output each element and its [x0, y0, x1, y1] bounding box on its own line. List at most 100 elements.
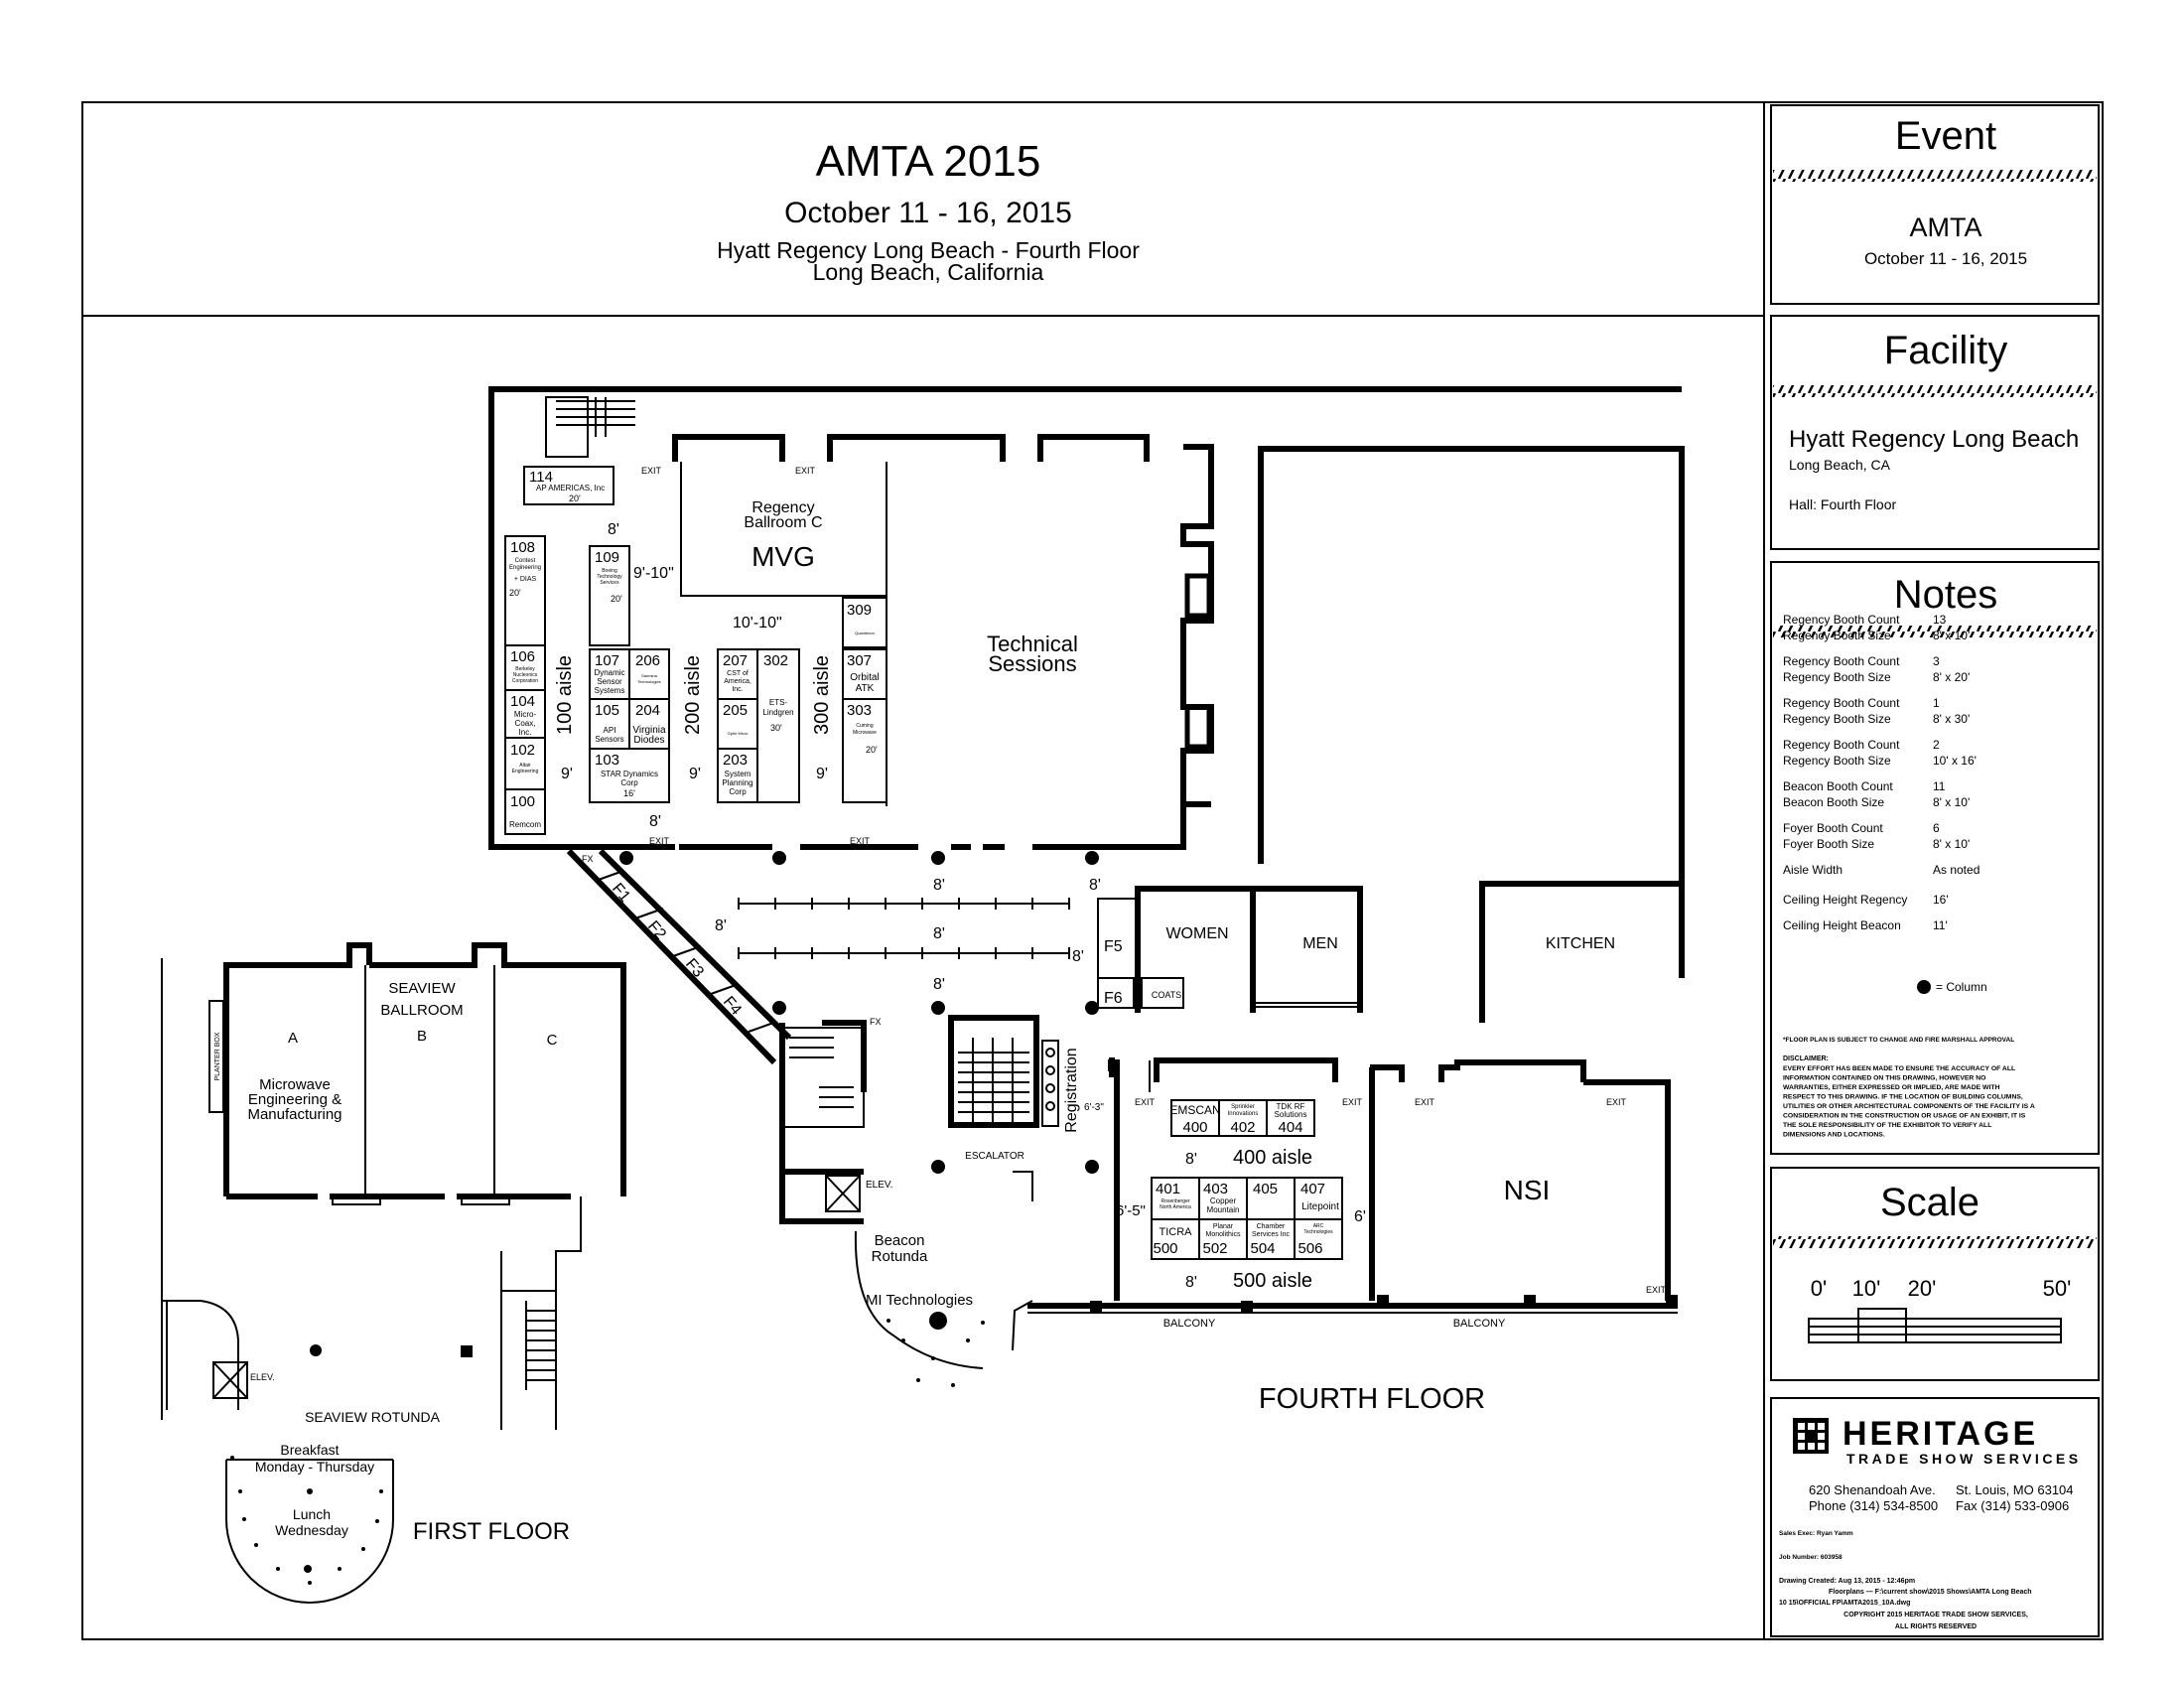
- exit-8: EXIT: [1606, 1097, 1627, 1107]
- dim-8-foyer-1: 8': [933, 877, 945, 894]
- seaview-ballroom-1: SEAVIEW: [388, 980, 456, 997]
- booth-303[interactable]: 303 Cuming Microwave 20': [842, 698, 887, 803]
- disclaimer-line: CONSIDERATION IN THE CONSTRUCTION OR USA…: [1783, 1113, 2026, 1120]
- booth-f2[interactable]: F2: [644, 917, 669, 942]
- booth-309-name: Quanterion: [855, 631, 875, 635]
- disclaimer-line: EVERY EFFORT HAS BEEN MADE TO ENSURE THE…: [1783, 1065, 2015, 1072]
- booth-504-name-2: Services Inc: [1252, 1231, 1291, 1238]
- booth-504[interactable]: Chamber Services Inc 504: [1246, 1218, 1296, 1260]
- notes-value: 2: [1933, 738, 1940, 752]
- booth-402[interactable]: Sprinkler Innovations 402: [1218, 1099, 1268, 1137]
- booth-106-name-2: Nucleonics: [513, 672, 538, 678]
- room-labels: Regency Ballroom C MVG Technical Session…: [744, 499, 1615, 1415]
- booth-105[interactable]: 105 API Sensors: [589, 698, 630, 750]
- booth-114[interactable]: 114 AP AMERICAS, Inc 20': [523, 466, 614, 505]
- booth-302-size: 30': [770, 723, 782, 733]
- exit-9: EXIT: [1646, 1285, 1667, 1295]
- company-phone: Phone (314) 534-8500: [1809, 1498, 1938, 1513]
- facility-hatch: [1773, 385, 2097, 397]
- booth-105-name-2: Sensors: [595, 735, 623, 744]
- notes-label: Regency Booth Count: [1783, 738, 1900, 752]
- scale-hatch: [1773, 1236, 2097, 1248]
- notes-label: Regency Booth Count: [1783, 613, 1900, 627]
- booth-203-number: 203: [723, 752, 748, 769]
- booth-f4[interactable]: F4: [720, 993, 745, 1018]
- disclaimer-title: DISCLAIMER:: [1783, 1055, 1829, 1062]
- company-city: St. Louis, MO 63104: [1956, 1482, 2074, 1497]
- booth-500[interactable]: TICRA 500: [1151, 1218, 1200, 1260]
- dim-9-c: 9': [816, 766, 828, 782]
- notes-value: 8' x 30': [1933, 712, 1970, 726]
- booth-401-name-1: Rosenberger: [1161, 1198, 1190, 1204]
- floorplans-path-1: Floorplans — F:\current show\2015 Shows\…: [1829, 1589, 2032, 1596]
- booth-f5[interactable]: F5: [1104, 938, 1123, 955]
- scale-label-0: 0': [1811, 1276, 1827, 1301]
- aisle-100: 100 aisle: [554, 655, 576, 735]
- first-floor-walls: [161, 942, 626, 1604]
- booth-109-name-1: Boeing: [602, 568, 617, 574]
- booth-506-name-1: ARC: [1313, 1223, 1324, 1229]
- booth-309[interactable]: 309 Quanterion: [842, 597, 887, 648]
- booth-502-name-2: Monolithics: [1205, 1231, 1241, 1238]
- booth-207-name-1: CST of: [727, 670, 749, 677]
- booth-403-name-1: Copper: [1210, 1196, 1237, 1205]
- booth-407[interactable]: 407 Litepoint: [1294, 1177, 1343, 1220]
- section-b: B: [417, 1028, 427, 1045]
- booth-502[interactable]: Planar Monolithics 502: [1198, 1218, 1248, 1260]
- booth-206-name-1: Sanmina: [641, 673, 658, 678]
- notes-label: Beacon Booth Count: [1783, 779, 1893, 793]
- booth-107-name-2: Sensor: [597, 677, 622, 686]
- booth-203[interactable]: 203 System Planning Corp: [717, 748, 758, 803]
- dim-8-foyer-3: 8': [715, 917, 727, 934]
- booth-f3[interactable]: F3: [682, 955, 707, 980]
- mvg-label: MVG: [751, 541, 815, 572]
- booth-401[interactable]: 401 Rosenberger North America: [1151, 1177, 1200, 1220]
- disclaimer-line: UTILITIES OR OTHER ARCHITECTURAL COMPONE…: [1783, 1103, 2035, 1110]
- company-fax: Fax (314) 533-0906: [1956, 1498, 2069, 1513]
- booth-107-name-1: Dynamic: [594, 668, 624, 677]
- dim-6: 6': [1354, 1208, 1366, 1225]
- first-floor-labels: SEAVIEW BALLROOM A B C Microwave Enginee…: [214, 980, 570, 1545]
- exit-1: EXIT: [641, 466, 662, 476]
- first-floor-columns: [230, 1344, 473, 1585]
- booth-109[interactable]: 109 Boeing Technology Services 20': [589, 545, 630, 646]
- seaview-ballroom-2: BALLROOM: [380, 1002, 463, 1019]
- company-panel: HERITAGE TRADE SHOW SERVICES 620 Shenand…: [1770, 1397, 2100, 1637]
- booth-100[interactable]: 100 Remcom: [504, 788, 546, 835]
- notes-label: Regency Booth Size: [1783, 712, 1891, 726]
- booth-204-name-1: Virginia: [632, 725, 666, 736]
- floorplans-path-2: 10 15\OFFICIAL FP\AMTA2015_10A.dwg: [1779, 1600, 1910, 1607]
- booth-108[interactable]: 108 Contest Engineering + DIAS 20': [504, 535, 546, 646]
- booth-302-number: 302: [763, 652, 788, 669]
- booth-106[interactable]: 106 Berkeley Nucleonics Corporation: [504, 644, 546, 691]
- booth-205-name: Ophir Micro: [728, 731, 749, 736]
- booth-405[interactable]: 405: [1246, 1177, 1296, 1220]
- booth-107[interactable]: 107 Dynamic Sensor Systems: [589, 648, 630, 700]
- beacon-rotunda-2: Rotunda: [872, 1248, 928, 1265]
- notes-value: 8' x 20': [1933, 670, 1970, 684]
- dim-8-500: 8': [1185, 1274, 1197, 1291]
- booth-207[interactable]: 207 CST of America, Inc.: [717, 648, 758, 700]
- section-a: A: [288, 1030, 298, 1047]
- aisle-300: 300 aisle: [811, 655, 833, 735]
- booth-103[interactable]: 103 STAR Dynamics Corp 16': [589, 748, 670, 803]
- booth-f1[interactable]: F1: [609, 880, 633, 905]
- booth-400[interactable]: EMSCAN 400: [1169, 1099, 1221, 1137]
- booth-f6[interactable]: F6: [1104, 990, 1123, 1007]
- booth-102[interactable]: 102 Altair Engineering: [504, 737, 546, 790]
- booth-108-name-1: Contest: [515, 558, 536, 564]
- booth-205[interactable]: 205 Ophir Micro: [717, 698, 758, 750]
- notes-panel-heading: Notes: [1894, 573, 1998, 617]
- booth-107-number: 107: [595, 652, 619, 669]
- booth-404[interactable]: TDK RF Solutions 404: [1266, 1099, 1315, 1137]
- booth-104-name-2: Coax,: [515, 719, 536, 728]
- booth-506[interactable]: ARC Technologies 506: [1294, 1218, 1343, 1260]
- booth-205-number: 205: [723, 702, 748, 719]
- booth-403[interactable]: 403 Copper Mountain: [1198, 1177, 1248, 1220]
- booth-104[interactable]: 104 Micro- Coax, Inc.: [504, 689, 546, 739]
- planter-box: [208, 1000, 224, 1113]
- booth-204[interactable]: 204 Virginia Diodes: [628, 698, 670, 750]
- booth-307[interactable]: 307 Orbital ATK: [842, 648, 887, 700]
- booth-206[interactable]: 206 Sanmina Technologies: [628, 648, 670, 700]
- booth-302[interactable]: 302 ETS- Lindgren 30': [756, 648, 800, 803]
